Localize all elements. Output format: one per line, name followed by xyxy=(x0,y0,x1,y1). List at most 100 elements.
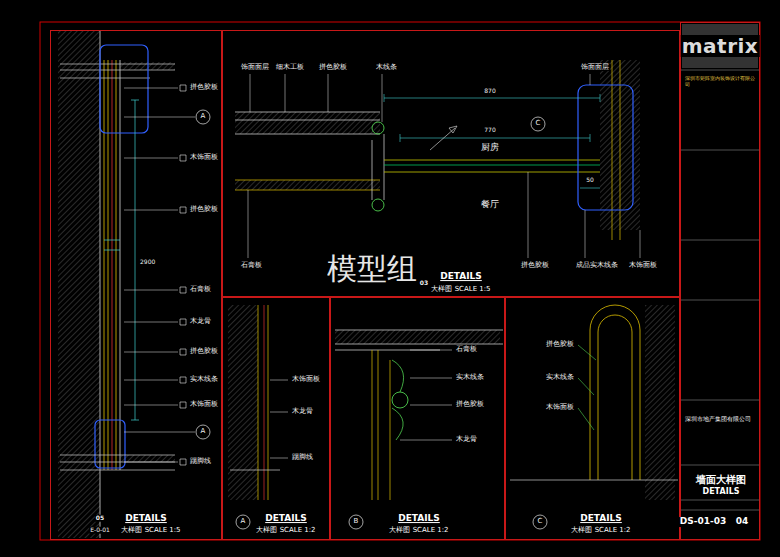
detail-subtitle: 大样图 SCALE 1:5 xyxy=(121,527,180,535)
left-section-line xyxy=(60,64,175,78)
top-section-line xyxy=(384,94,600,188)
detail-a-line xyxy=(230,470,280,471)
detail-b-line xyxy=(372,350,390,500)
detail-b-line xyxy=(392,392,408,408)
callout-text: 饰面面层 xyxy=(240,64,270,71)
top-section-line xyxy=(372,122,384,134)
top-section-line xyxy=(235,180,380,190)
callout-text: 木龙骨 xyxy=(455,436,478,443)
section-marker: C xyxy=(535,120,542,128)
callout-text: 拼色胶板 xyxy=(318,64,348,71)
left-section-line xyxy=(104,60,116,470)
detail-title: DETAILS xyxy=(265,514,307,524)
callout-text: 木饰面板 xyxy=(189,154,219,161)
top-section-line xyxy=(372,199,384,211)
callout-text: 木龙骨 xyxy=(291,408,314,415)
detail-panel: DETAILS 大样图 SCALE 1:2 xyxy=(222,297,330,540)
title-block: 墙面大样图 DETAILS xyxy=(680,22,760,540)
dimension: 2900 xyxy=(139,259,156,266)
detail-b-line xyxy=(400,350,452,440)
section-marker: 05 xyxy=(95,515,105,522)
callout-text: 拼色胶板 xyxy=(189,348,219,355)
callout-text: 饰面面层 xyxy=(580,64,610,71)
top-section-line xyxy=(235,112,380,134)
left-section-line xyxy=(196,110,210,124)
top-section-line xyxy=(248,74,640,258)
logo: matrix xyxy=(681,35,760,57)
top-section-line xyxy=(235,180,380,190)
sheet-frame xyxy=(40,22,760,540)
callout-text: 拼色胶板 xyxy=(189,206,219,213)
detail-a-line xyxy=(236,515,250,529)
callout-text: 木饰面板 xyxy=(189,401,219,408)
callout-text: 拼色胶板 xyxy=(520,262,550,269)
left-section-line xyxy=(120,455,175,462)
left-section-line xyxy=(100,45,148,133)
callout-text: 木饰面板 xyxy=(291,376,321,383)
section-marker: C xyxy=(537,518,544,526)
callout-text: 成品实木线条 xyxy=(575,262,619,269)
detail-subtitle: 大样图 SCALE 1:5 xyxy=(431,286,490,294)
top-section-line xyxy=(430,126,457,150)
callout-text: 石膏板 xyxy=(189,286,212,293)
callout-text: 木饰面板 xyxy=(545,404,575,411)
detail-title: DETAILS xyxy=(398,514,440,524)
top-section-line xyxy=(531,117,545,131)
detail-title: 墙面大样图 xyxy=(696,474,746,485)
detail-a-line xyxy=(228,305,258,500)
detail-title: DETAILS xyxy=(580,514,622,524)
section-marker: E-0-01 xyxy=(89,527,111,534)
detail-subtitle: DETAILS xyxy=(703,488,740,497)
callout-text: 细木工板 xyxy=(275,64,305,71)
title-block xyxy=(680,24,760,510)
top-section xyxy=(235,60,640,258)
detail-c xyxy=(510,305,678,529)
callout-text: 木线条 xyxy=(375,64,398,71)
dimension: 50 xyxy=(585,177,595,184)
callout-text: 木龙骨 xyxy=(189,318,212,325)
section-marker: A xyxy=(240,518,247,526)
callout-text: 石膏板 xyxy=(240,262,263,269)
detail-c-line xyxy=(510,480,678,481)
drawing-number: 04 xyxy=(735,517,750,527)
title-block-line xyxy=(680,70,760,510)
callout-text: 石膏板 xyxy=(455,346,478,353)
detail-panel: DETAILS大样图 SCALE 1:2 xyxy=(330,297,505,540)
callout-text: 实木线条 xyxy=(189,376,219,383)
dimension: 870 xyxy=(483,88,496,95)
top-section-line xyxy=(372,134,384,200)
company-name: 深圳市矩阵室内装饰设计有限公司 xyxy=(684,76,758,87)
top-section-line xyxy=(612,60,620,240)
detail-title: DETAILS xyxy=(440,272,482,282)
detail-a-line xyxy=(270,380,288,458)
drawing-number: DS-01-03 xyxy=(679,517,727,527)
top-section-line xyxy=(384,165,600,166)
dimension: 770 xyxy=(483,127,496,134)
sheet-frame-line xyxy=(40,22,760,540)
detail-b xyxy=(335,330,503,529)
section-marker: B xyxy=(353,518,360,526)
detail-b-line xyxy=(392,360,404,440)
detail-subtitle: 大样图 SCALE 1:2 xyxy=(256,527,315,535)
detail-panel: DETAILS 大样图 SCALE 1:2 xyxy=(505,297,680,540)
detail-c-line xyxy=(533,515,547,529)
room-name: 厨房 xyxy=(480,143,500,153)
detail-a xyxy=(228,305,288,529)
detail-a-line xyxy=(264,305,265,500)
detail-c-line xyxy=(645,305,675,500)
left-section xyxy=(58,30,210,538)
left-section-line xyxy=(180,85,186,465)
callout-text: 拼色胶板 xyxy=(455,401,485,408)
callout-text: 实木线条 xyxy=(455,374,485,381)
callout-text: 实木线条 xyxy=(545,374,575,381)
left-section-line xyxy=(104,100,139,420)
section-marker: A xyxy=(200,428,207,436)
callout-text: 拼色胶板 xyxy=(545,341,575,348)
detail-c-line xyxy=(590,305,640,480)
callout-text: 木饰面板 xyxy=(628,262,658,269)
detail-title: DETAILS xyxy=(125,514,167,524)
top-section-line xyxy=(235,112,380,134)
top-section-line xyxy=(578,85,633,210)
room-name: 餐厅 xyxy=(480,200,500,210)
detail-subtitle: 大样图 SCALE 1:2 xyxy=(571,527,630,535)
